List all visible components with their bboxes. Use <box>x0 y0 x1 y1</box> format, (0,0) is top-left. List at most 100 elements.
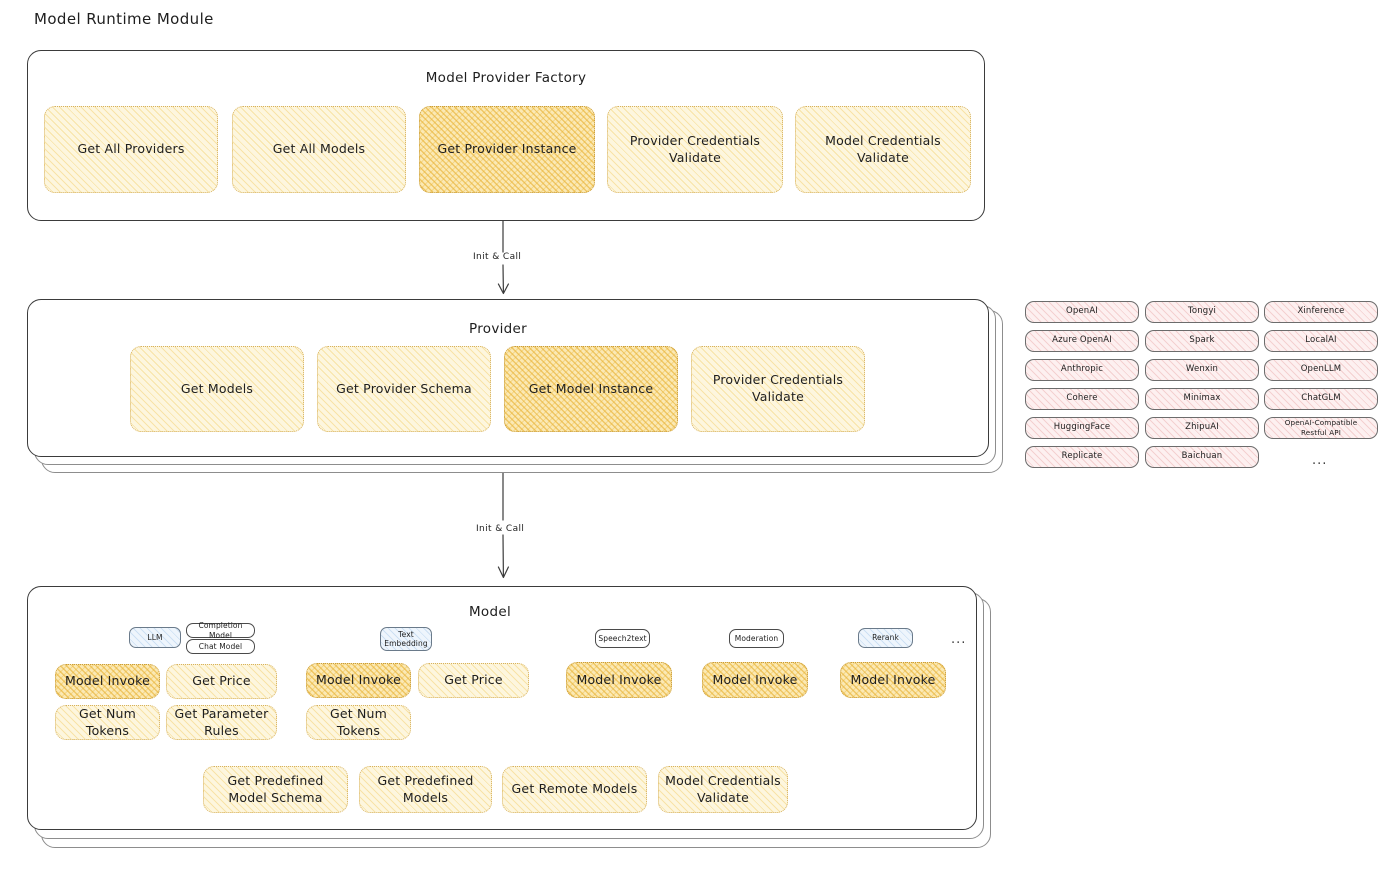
model-type-badge-moderation[interactable]: Moderation <box>729 629 784 648</box>
badge-label: Completion Model <box>198 621 243 640</box>
rerank-method-model-invoke[interactable]: Model Invoke <box>840 662 946 698</box>
node-label: Model Invoke <box>576 671 662 687</box>
provider-pill-minimax[interactable]: Minimax <box>1145 388 1259 410</box>
node-label: Get Remote Models <box>511 781 638 797</box>
model-type-badge-rerank[interactable]: Rerank <box>858 628 913 648</box>
provider-pill-label: Baichuan <box>1181 451 1223 462</box>
provider-pill-baichuan[interactable]: Baichuan <box>1145 446 1259 468</box>
factory-node-provider-credentials-validate[interactable]: Provider Credentials Validate <box>607 106 783 193</box>
provider-pill-label: Wenxin <box>1185 364 1219 375</box>
factory-node-get-provider-instance[interactable]: Get Provider Instance <box>419 106 595 193</box>
node-label: Get Num Tokens <box>329 705 388 738</box>
provider-pill-cohere[interactable]: Cohere <box>1025 388 1139 410</box>
connector-label-init-and-call-1: Init & Call <box>473 252 522 262</box>
node-label: Model Credentials Validate <box>665 772 781 805</box>
provider-pill-label: OpenLLM <box>1300 364 1342 375</box>
llm-method-get-num-tokens[interactable]: Get Num Tokens <box>55 705 160 740</box>
model-title: Model <box>468 604 512 620</box>
node-label: Model Invoke <box>315 672 402 688</box>
provider-pill-label: Anthropic <box>1060 364 1104 375</box>
provider-pill-label: Xinference <box>1297 306 1345 317</box>
node-label: Model Invoke <box>712 671 798 687</box>
provider-pill-openllm[interactable]: OpenLLM <box>1264 359 1378 381</box>
provider-pill-anthropic[interactable]: Anthropic <box>1025 359 1139 381</box>
badge-label: Speech2text <box>598 633 647 643</box>
provider-pill-huggingface[interactable]: HuggingFace <box>1025 417 1139 439</box>
provider-pill-wenxin[interactable]: Wenxin <box>1145 359 1259 381</box>
provider-pill-openai-compatible-restful-api[interactable]: OpenAI-Compatible Restful API <box>1264 417 1378 439</box>
factory-node-get-all-providers[interactable]: Get All Providers <box>44 106 218 193</box>
node-label: Get Provider Schema <box>336 380 472 396</box>
provider-pill-label: ChatGLM <box>1301 393 1341 404</box>
model-type-badge-speech2text[interactable]: Speech2text <box>595 629 650 648</box>
node-label: Get Predefined Model Schema <box>227 772 324 805</box>
provider-pill-openai[interactable]: OpenAI <box>1025 301 1139 323</box>
provider-pill-label: OpenAI <box>1066 306 1098 317</box>
provider-pill-label: Cohere <box>1066 393 1098 404</box>
node-label: Get Predefined Models <box>377 772 474 805</box>
provider-pill-label: HuggingFace <box>1053 422 1111 433</box>
model-sub-badge-completion-model[interactable]: Completion Model <box>186 621 255 640</box>
model-shared-method-get-predefined-model-schema[interactable]: Get Predefined Model Schema <box>203 766 348 813</box>
model-shared-method-get-predefined-models[interactable]: Get Predefined Models <box>359 766 492 813</box>
provider-pill-chatglm[interactable]: ChatGLM <box>1264 388 1378 410</box>
connector-factory-to-provider <box>497 221 509 295</box>
provider-pill-label: LocalAI <box>1305 335 1337 346</box>
node-label: Provider Credentials Validate <box>629 132 761 165</box>
node-label: Model Invoke <box>64 673 151 689</box>
provider-node-get-provider-schema[interactable]: Get Provider Schema <box>317 346 491 432</box>
node-label: Model Credentials Validate <box>825 132 941 165</box>
moderation-method-model-invoke[interactable]: Model Invoke <box>702 662 808 698</box>
node-label: Get Parameter Rules <box>174 705 269 738</box>
node-label: Get Price <box>192 673 251 689</box>
node-label: Get Price <box>444 672 503 688</box>
provider-pill-label: Spark <box>1189 335 1215 346</box>
llm-method-get-price[interactable]: Get Price <box>166 664 277 699</box>
model-types-more-ellipsis: ... <box>951 632 967 647</box>
provider-pill-zhipuai[interactable]: ZhipuAI <box>1145 417 1259 439</box>
node-label: Get Provider Instance <box>437 141 577 157</box>
text-embedding-method-model-invoke[interactable]: Model Invoke <box>306 663 411 698</box>
connector-provider-to-model <box>497 473 509 579</box>
model-shared-method-get-remote-models[interactable]: Get Remote Models <box>502 766 647 813</box>
provider-pill-spark[interactable]: Spark <box>1145 330 1259 352</box>
provider-pill-replicate[interactable]: Replicate <box>1025 446 1139 468</box>
provider-pill-label: OpenAI-Compatible Restful API <box>1284 418 1358 437</box>
badge-label: Moderation <box>734 633 779 643</box>
node-label: Get All Models <box>272 141 366 157</box>
node-label: Get Models <box>180 380 254 396</box>
model-shared-method-model-credentials-validate[interactable]: Model Credentials Validate <box>658 766 788 813</box>
provider-pill-azure-openai[interactable]: Azure OpenAI <box>1025 330 1139 352</box>
model-provider-factory-title: Model Provider Factory <box>425 70 587 86</box>
node-label: Provider Credentials Validate <box>712 372 844 404</box>
badge-label: Text Embedding <box>384 629 428 648</box>
text-embedding-method-get-num-tokens[interactable]: Get Num Tokens <box>306 705 411 740</box>
speech2text-method-model-invoke[interactable]: Model Invoke <box>566 662 672 698</box>
model-sub-badge-chat-model[interactable]: Chat Model <box>186 639 255 654</box>
provider-node-get-model-instance[interactable]: Get Model Instance <box>504 346 678 432</box>
llm-method-get-parameter-rules[interactable]: Get Parameter Rules <box>166 705 277 740</box>
provider-pill-label: ZhipuAI <box>1185 422 1219 433</box>
badge-label: Rerank <box>872 633 899 643</box>
provider-pill-tongyi[interactable]: Tongyi <box>1145 301 1259 323</box>
provider-pill-label: Minimax <box>1183 393 1221 404</box>
model-type-badge-llm[interactable]: LLM <box>129 627 181 648</box>
badge-label: Chat Model <box>198 641 243 651</box>
model-type-badge-text-embedding[interactable]: Text Embedding <box>380 627 432 651</box>
factory-node-model-credentials-validate[interactable]: Model Credentials Validate <box>795 106 971 193</box>
page-title: Model Runtime Module <box>34 10 214 28</box>
provider-pill-label: Replicate <box>1061 451 1103 462</box>
provider-pill-localai[interactable]: LocalAI <box>1264 330 1378 352</box>
node-label: Model Invoke <box>850 671 936 687</box>
node-label: Get Num Tokens <box>78 705 137 738</box>
provider-node-provider-credentials-validate[interactable]: Provider Credentials Validate <box>691 346 865 432</box>
node-label: Get Model Instance <box>528 380 654 396</box>
connector-label-init-and-call-2: Init & Call <box>476 524 525 534</box>
llm-method-model-invoke[interactable]: Model Invoke <box>55 664 160 699</box>
provider-node-get-models[interactable]: Get Models <box>130 346 304 432</box>
text-embedding-method-get-price[interactable]: Get Price <box>418 663 529 698</box>
provider-pill-label: Azure OpenAI <box>1052 335 1112 346</box>
provider-pill-xinference[interactable]: Xinference <box>1264 301 1378 323</box>
factory-node-get-all-models[interactable]: Get All Models <box>232 106 406 193</box>
